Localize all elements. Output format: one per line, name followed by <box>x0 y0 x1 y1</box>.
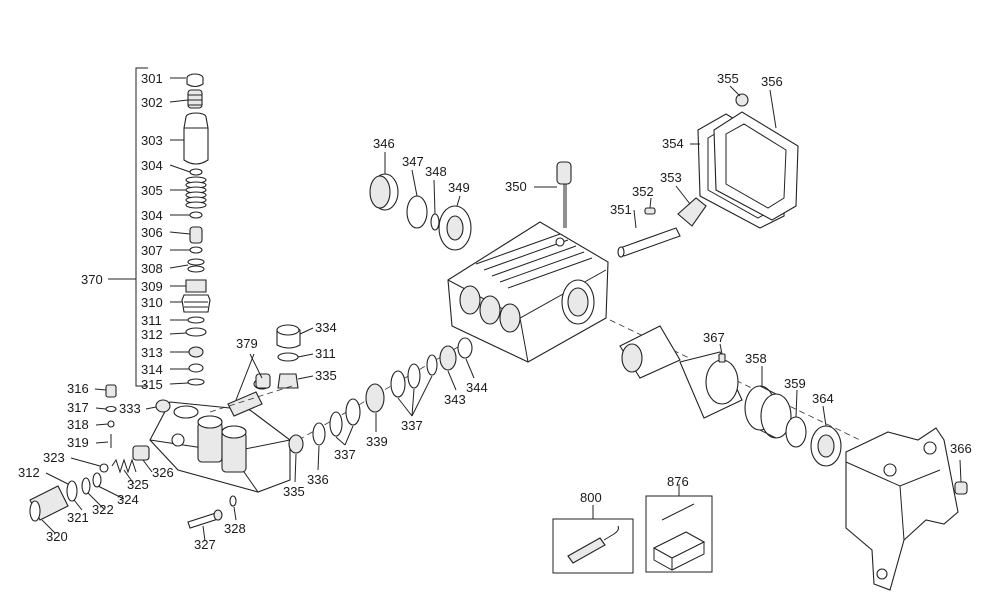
label-800: 800 <box>580 490 602 505</box>
leaders-seals <box>294 358 475 483</box>
label-304-upper: 304 <box>141 158 163 173</box>
label-311-stack: 311 <box>141 313 162 328</box>
label-315: 315 <box>141 377 163 392</box>
leaders-valve-stack <box>169 77 191 385</box>
label-327: 327 <box>194 537 216 552</box>
leaders-379-335 <box>235 327 314 401</box>
label-364: 364 <box>812 391 834 406</box>
label-313: 313 <box>141 345 163 360</box>
label-328: 328 <box>224 521 246 536</box>
part-number-labels: 301 302 303 304 305 304 306 307 308 309 … <box>18 71 972 552</box>
leaders-cover <box>690 85 777 145</box>
label-306: 306 <box>141 225 163 240</box>
label-344: 344 <box>466 380 488 395</box>
label-359: 359 <box>784 376 806 391</box>
leaders-crankshaft <box>719 343 827 427</box>
label-314: 314 <box>141 362 163 377</box>
label-322: 322 <box>92 502 114 517</box>
label-326: 326 <box>152 465 174 480</box>
leaders-manifold <box>41 388 237 542</box>
label-336: 336 <box>307 472 329 487</box>
valve-stack-parts <box>181 73 211 386</box>
top-parts <box>369 161 707 258</box>
label-303: 303 <box>141 133 163 148</box>
manifold-small-parts <box>29 384 237 529</box>
side-housing <box>845 427 968 591</box>
spring-305 <box>185 176 207 209</box>
kit-800 <box>552 505 634 574</box>
crankcase <box>447 221 609 363</box>
label-335-lower: 335 <box>283 484 305 499</box>
label-339: 339 <box>366 434 388 449</box>
label-358: 358 <box>745 351 767 366</box>
label-324: 324 <box>117 492 139 507</box>
label-316: 316 <box>67 381 89 396</box>
label-370: 370 <box>81 272 103 287</box>
label-321: 321 <box>67 510 89 525</box>
label-308: 308 <box>141 261 163 276</box>
label-307: 307 <box>141 243 163 258</box>
rear-cover <box>697 93 799 229</box>
label-319: 319 <box>67 435 89 450</box>
label-310: 310 <box>141 295 163 310</box>
label-325: 325 <box>127 477 149 492</box>
unloader-fittings <box>209 324 301 417</box>
label-333: 333 <box>119 401 141 416</box>
label-876: 876 <box>667 474 689 489</box>
label-348: 348 <box>425 164 447 179</box>
label-353: 353 <box>660 170 682 185</box>
label-346: 346 <box>373 136 395 151</box>
label-312-stack: 312 <box>141 327 163 342</box>
label-350: 350 <box>505 179 527 194</box>
bracket-370 <box>108 67 148 387</box>
label-347: 347 <box>402 154 424 169</box>
label-320: 320 <box>46 529 68 544</box>
label-343: 343 <box>444 392 466 407</box>
label-304-lower: 304 <box>141 208 163 223</box>
leaders-top <box>384 152 691 229</box>
label-335-upper: 335 <box>315 368 337 383</box>
label-305: 305 <box>141 183 163 198</box>
label-317: 317 <box>67 400 89 415</box>
label-349: 349 <box>448 180 470 195</box>
label-318: 318 <box>67 417 89 432</box>
label-309: 309 <box>141 279 163 294</box>
label-367: 367 <box>703 330 725 345</box>
label-302: 302 <box>141 95 163 110</box>
label-351: 351 <box>610 202 632 217</box>
plunger-seal-rings <box>288 337 473 454</box>
label-379: 379 <box>236 336 258 351</box>
manifold <box>149 401 291 493</box>
label-312-inlet: 312 <box>18 465 40 480</box>
label-301: 301 <box>141 71 163 86</box>
label-366: 366 <box>950 441 972 456</box>
label-352: 352 <box>632 184 654 199</box>
label-337-right: 337 <box>401 418 423 433</box>
label-337-left: 337 <box>334 447 356 462</box>
kit-876 <box>645 484 713 573</box>
label-323: 323 <box>43 450 65 465</box>
label-356: 356 <box>761 74 783 89</box>
label-311-right: 311 <box>315 346 336 361</box>
label-355: 355 <box>717 71 739 86</box>
label-334: 334 <box>315 320 337 335</box>
label-354: 354 <box>662 136 684 151</box>
